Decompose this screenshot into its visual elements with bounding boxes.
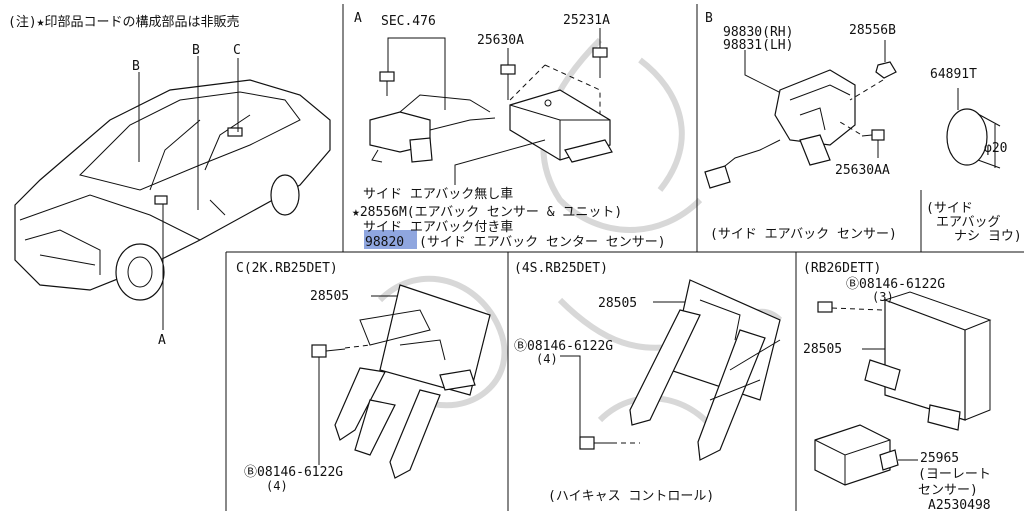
highlight-98820 bbox=[364, 230, 417, 249]
label-98830-rh: 98830(RH) bbox=[723, 25, 793, 40]
label-yaw-rate-2: センサー) bbox=[918, 483, 978, 498]
label-yaw-rate-1: (ヨーレート bbox=[918, 467, 991, 482]
label-28556m: ★28556M(エアバック センサー & ユニット) bbox=[352, 205, 622, 220]
label-4s-bolt-qty: (4) bbox=[536, 352, 558, 366]
label-c-bolt-qty: (4) bbox=[266, 479, 288, 493]
label-rb26-bolt-qty: (3) bbox=[872, 290, 894, 304]
label-plug-note-1: (サイド bbox=[926, 201, 973, 216]
label-4s-28505: 28505 bbox=[598, 296, 637, 311]
car-callout-a: A bbox=[158, 333, 166, 348]
car-callout-b-right: B bbox=[192, 43, 200, 58]
car-illustration bbox=[14, 56, 331, 330]
label-25231a: 25231A bbox=[563, 13, 610, 28]
label-diagram-code: A2530498 bbox=[928, 498, 991, 511]
note-text: (注)★印部品コードの構成部品は非販売 bbox=[8, 14, 239, 30]
label-25630aa: 25630AA bbox=[835, 163, 890, 178]
label-c-bolt: Ⓑ08146-6122G bbox=[244, 465, 343, 480]
label-with-side-airbag: サイド エアバック付き車 bbox=[363, 220, 513, 235]
panel-c-title: C(2K.RB25DET) bbox=[236, 261, 338, 276]
panel-b-parts bbox=[704, 40, 1001, 189]
panel-rb26-parts bbox=[814, 291, 992, 486]
car-callout-c: C bbox=[233, 43, 241, 58]
panel-4s-title: (4S.RB25DET) bbox=[514, 261, 608, 276]
label-rb26-28505: 28505 bbox=[803, 342, 842, 357]
label-plug-note-3: ナシ ヨウ) bbox=[954, 229, 1022, 244]
label-98820: 98820 bbox=[365, 235, 404, 250]
panel-a-title: A bbox=[354, 11, 362, 26]
label-rb26-bolt: Ⓑ08146-6122G bbox=[846, 277, 945, 292]
panel-frames bbox=[225, 4, 1024, 511]
panel-b-title: B bbox=[705, 11, 713, 26]
label-hicas-control: (ハイキャス コントロール) bbox=[548, 489, 714, 504]
label-side-airbag-sensor: (サイド エアバック センサー) bbox=[710, 227, 897, 242]
label-plug-note-2: エアバッグ bbox=[936, 215, 1000, 230]
label-98831-lh: 98831(LH) bbox=[723, 38, 793, 53]
label-98820-desc: (サイド エアバック センター センサー) bbox=[419, 235, 666, 250]
label-28556b: 28556B bbox=[849, 23, 896, 38]
label-25965: 25965 bbox=[920, 451, 959, 466]
label-sec-476: SEC.476 bbox=[381, 14, 436, 29]
panel-rb26-title: (RB26DETT) bbox=[803, 261, 881, 276]
panel-4s-parts bbox=[560, 279, 781, 461]
panel-a-parts bbox=[369, 28, 613, 185]
label-25630a: 25630A bbox=[477, 33, 524, 48]
label-no-side-airbag: サイド エアバック無し車 bbox=[363, 187, 513, 202]
car-callout-b-left: B bbox=[132, 59, 140, 74]
label-dia-20: φ20 bbox=[984, 141, 1007, 156]
label-4s-bolt: Ⓑ08146-6122G bbox=[514, 339, 613, 354]
label-c-28505: 28505 bbox=[310, 289, 349, 304]
panel-c-parts bbox=[311, 284, 491, 479]
label-64891t: 64891T bbox=[930, 67, 977, 82]
